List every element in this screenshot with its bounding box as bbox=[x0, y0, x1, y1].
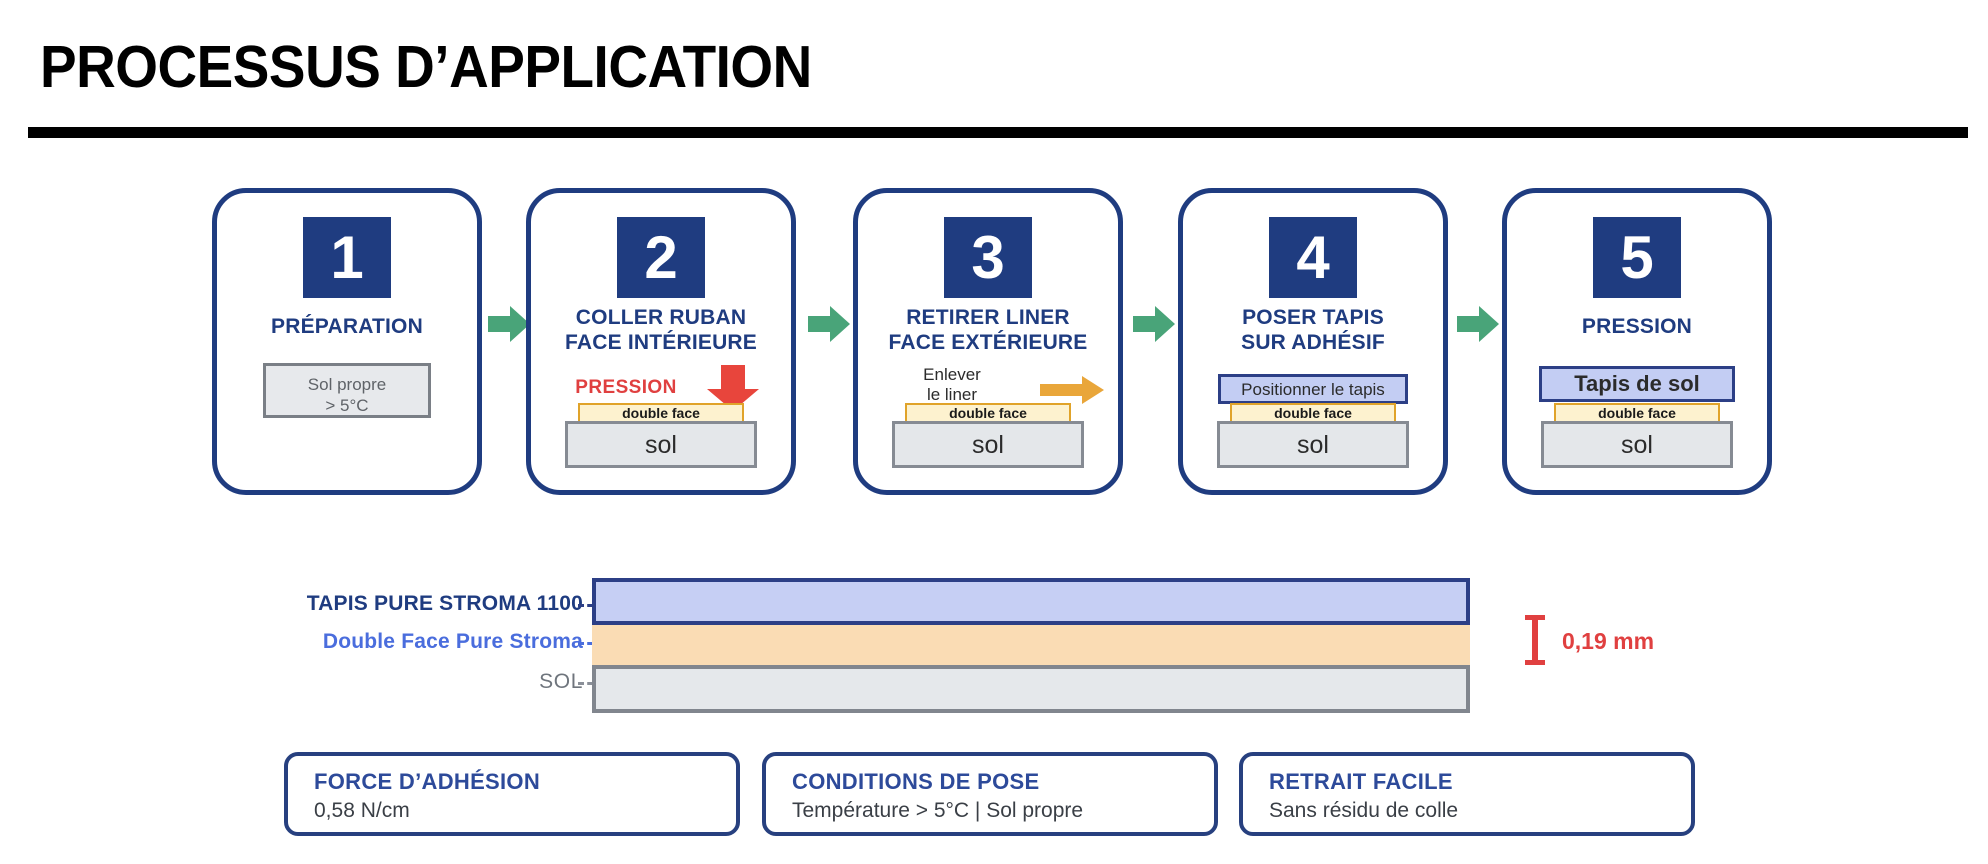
fact-title-retrait: RETRAIT FACILE bbox=[1269, 769, 1453, 794]
fact-title-conditions: CONDITIONS DE POSE bbox=[792, 769, 1040, 794]
fact-title-adhesion: FORCE D’ADHÉSION bbox=[314, 769, 541, 794]
step-4-title-line2: SUR ADHÉSIF bbox=[1241, 330, 1385, 354]
step-card-2[interactable]: 2 COLLER RUBAN FACE INTÉRIEURE PRESSION … bbox=[526, 188, 796, 495]
step-5-floor: sol bbox=[1541, 421, 1733, 468]
arrow-right-icon bbox=[808, 304, 850, 344]
layer-label-tapis: TAPIS PURE STROMA 1100 bbox=[306, 592, 583, 615]
step-title-2: COLLER RUBAN FACE INTÉRIEURE bbox=[531, 306, 791, 356]
fact-boxes: FORCE D’ADHÉSION 0,58 N/cm CONDITIONS DE… bbox=[0, 752, 1988, 842]
layer-bar-sol bbox=[592, 665, 1470, 713]
step-3-action-label: Enlever le liner bbox=[886, 365, 1018, 406]
fact-box-adhesion[interactable]: FORCE D’ADHÉSION 0,58 N/cm bbox=[284, 752, 740, 836]
step-2-floor: sol bbox=[565, 421, 757, 468]
dimension-marker-icon bbox=[1523, 615, 1547, 665]
step-1-condition-line1: Sol propre bbox=[307, 375, 387, 394]
step-card-4[interactable]: 4 POSER TAPIS SUR ADHÉSIF Positionner le… bbox=[1178, 188, 1448, 495]
layer-bar-tapis bbox=[592, 578, 1470, 625]
fact-value-retrait: Sans résidu de colle bbox=[1269, 799, 1459, 823]
step-3-title-line1: RETIRER LINER bbox=[906, 306, 1070, 329]
step-card-3[interactable]: 3 RETIRER LINER FACE EXTÉRIEURE Enlever … bbox=[853, 188, 1123, 495]
step-2-title-line1: COLLER RUBAN bbox=[575, 306, 747, 329]
step-card-5[interactable]: 5 PRESSION Tapis de sol double face sol bbox=[1502, 188, 1772, 495]
step-number-badge-3: 3 bbox=[944, 217, 1032, 298]
layer-label-sol: SOL bbox=[539, 670, 583, 693]
fact-value-conditions: Température > 5°C | Sol propre bbox=[792, 799, 1084, 823]
step-number-badge-4: 4 bbox=[1269, 217, 1357, 298]
fact-value-adhesion: 0,58 N/cm bbox=[314, 799, 410, 823]
step-number-badge-1: 1 bbox=[303, 217, 391, 298]
step-title-3: RETIRER LINER FACE EXTÉRIEURE bbox=[858, 306, 1118, 356]
step-3-title-line2: FACE EXTÉRIEURE bbox=[888, 330, 1088, 354]
title-divider bbox=[28, 127, 1968, 138]
step-4-mat: Positionner le tapis bbox=[1218, 374, 1408, 404]
page-title: PROCESSUS D’APPLICATION bbox=[40, 34, 812, 100]
arrow-right-icon bbox=[488, 304, 530, 344]
step-4-tape-strip: double face bbox=[1230, 403, 1396, 424]
fact-box-retrait[interactable]: RETRAIT FACILE Sans résidu de colle bbox=[1239, 752, 1695, 836]
step-card-1[interactable]: 1 PRÉPARATION Sol propre > 5°C bbox=[212, 188, 482, 495]
step-5-mat: Tapis de sol bbox=[1539, 366, 1735, 402]
step-1-condition-box: Sol propre > 5°C bbox=[263, 363, 431, 418]
layer-diagram: TAPIS PURE STROMA 1100 Double Face Pure … bbox=[0, 570, 1988, 725]
layer-label-double-face: Double Face Pure Stroma bbox=[322, 630, 583, 653]
step-3-action-line2: le liner bbox=[926, 385, 978, 405]
step-1-condition-line2: > 5°C bbox=[325, 396, 369, 416]
arrow-down-icon bbox=[705, 365, 761, 411]
step-4-floor: sol bbox=[1217, 421, 1409, 468]
step-2-title-line2: FACE INTÉRIEURE bbox=[564, 330, 758, 354]
step-2-action-label: PRESSION bbox=[575, 377, 677, 398]
arrow-right-icon bbox=[1457, 304, 1499, 344]
fact-box-conditions[interactable]: CONDITIONS DE POSE Température > 5°C | S… bbox=[762, 752, 1218, 836]
step-3-action-line1: Enlever bbox=[923, 365, 981, 384]
process-steps: 1 PRÉPARATION Sol propre > 5°C 2 COLLER … bbox=[0, 188, 1988, 498]
step-number-badge-2: 2 bbox=[617, 217, 705, 298]
arrow-right-icon bbox=[1133, 304, 1175, 344]
step-3-floor: sol bbox=[892, 421, 1084, 468]
step-number-badge-5: 5 bbox=[1593, 217, 1681, 298]
step-4-title-line1: POSER TAPIS bbox=[1242, 306, 1384, 329]
step-title-5: PRESSION bbox=[1581, 315, 1693, 338]
step-3-tape-strip: double face bbox=[905, 403, 1071, 424]
step-title-1: PRÉPARATION bbox=[271, 315, 423, 338]
arrow-right-orange-icon bbox=[1040, 375, 1104, 405]
layer-bar-double-face bbox=[592, 625, 1470, 665]
step-title-4: POSER TAPIS SUR ADHÉSIF bbox=[1183, 306, 1443, 356]
dimension-value: 0,19 mm bbox=[1562, 628, 1655, 654]
